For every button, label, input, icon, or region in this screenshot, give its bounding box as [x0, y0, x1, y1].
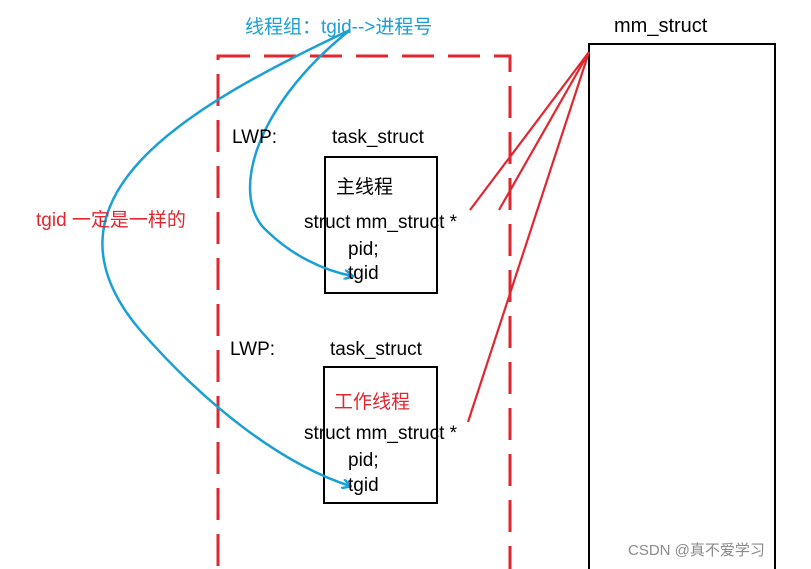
tgid-arrow-to-main-thread: [248, 29, 352, 276]
field-tgid: tgid: [348, 263, 379, 284]
diagram-title: 线程组：tgid-->进程号: [245, 16, 432, 38]
task-struct-label: task_struct: [332, 127, 425, 148]
lwp-label: LWP:: [232, 127, 277, 148]
mm-struct-box: [588, 43, 776, 569]
mm-struct-label: mm_struct: [614, 15, 708, 37]
field-mm-struct: struct mm_struct *: [304, 423, 458, 444]
field-pid: pid;: [348, 239, 379, 260]
field-mm-struct: struct mm_struct *: [304, 212, 458, 233]
watermark: CSDN @真不爱学习: [628, 541, 765, 559]
worker-thread-mm-pointer-line: [466, 51, 591, 423]
field-tgid: tgid: [348, 475, 379, 496]
thread-name: 主线程: [336, 176, 393, 198]
task-struct-label: task_struct: [330, 339, 423, 360]
main-thread-mm-pointer-line: [469, 51, 590, 211]
lwp-label: LWP:: [230, 339, 275, 360]
field-pid: pid;: [348, 450, 379, 471]
thread-name: 工作线程: [334, 391, 410, 413]
main-thread-mm-pointer-line-2: [498, 51, 590, 211]
tgid-same-note: tgid 一定是一样的: [36, 209, 186, 231]
tgid-arrow-to-worker-thread: [101, 28, 350, 486]
thread-group-boundary: [216, 54, 512, 569]
